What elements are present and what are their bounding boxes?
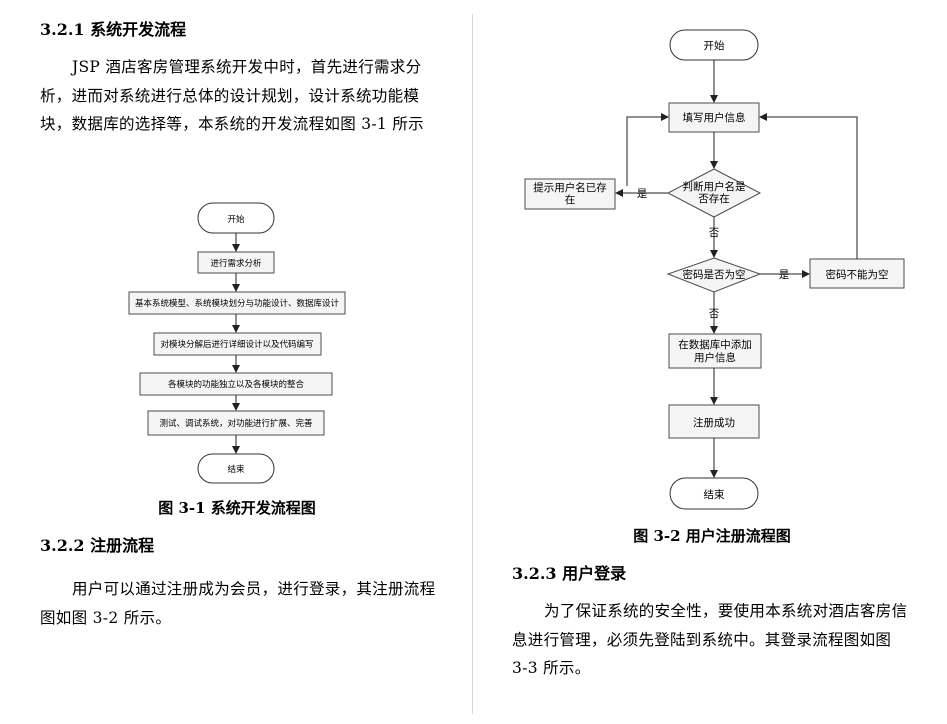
flow2-no1-label: 否 bbox=[709, 227, 720, 239]
flow2-exists-line2: 在 bbox=[565, 194, 576, 206]
flow2-check-pwd-label: 密码是否为空 bbox=[683, 268, 746, 281]
flow2-check-exists-line1: 判断用户名是 bbox=[683, 180, 746, 193]
flow2-check-exists-line2: 否存在 bbox=[698, 192, 730, 205]
flow1-start-label: 开始 bbox=[227, 214, 245, 225]
flow2-success-label: 注册成功 bbox=[693, 416, 735, 429]
flow2-start-label: 开始 bbox=[704, 39, 725, 52]
flow1-step-4: 各模块的功能独立以及各模块的整合 bbox=[139, 372, 333, 396]
flow2-success: 注册成功 bbox=[668, 404, 760, 439]
flow2-exists-box: 提示用户名已存 在 bbox=[524, 178, 616, 210]
flow1-step-3-label: 对模块分解后进行详细设计以及代码编写 bbox=[160, 339, 313, 350]
flow2-pwd-empty-box: 密码不能为空 bbox=[809, 258, 905, 289]
flow1-start-node: 开始 bbox=[197, 202, 275, 234]
figure-caption-3-2: 图 3-2 用户注册流程图 bbox=[633, 527, 791, 545]
flow2-exists-line1: 提示用户名已存 bbox=[533, 181, 607, 194]
flow2-yes2-label: 是 bbox=[779, 269, 790, 281]
flow2-add-db-line1: 在数据库中添加 bbox=[678, 338, 752, 351]
flow2-end-label: 结束 bbox=[704, 488, 725, 501]
flow2-add-db: 在数据库中添加 用户信息 bbox=[668, 333, 762, 369]
flow2-check-exists: 判断用户名是 否存在 bbox=[666, 168, 762, 218]
flow1-step-3: 对模块分解后进行详细设计以及代码编写 bbox=[153, 332, 322, 356]
section-heading-3-2-3: 3.2.3 用户登录 bbox=[512, 564, 627, 583]
flow1-step-4-label: 各模块的功能独立以及各模块的整合 bbox=[168, 379, 305, 390]
flow1-end-node: 结束 bbox=[197, 453, 275, 484]
flow1-step-5: 测试、调试系统，对功能进行扩展、完善 bbox=[147, 410, 325, 436]
flow2-pwd-empty-label: 密码不能为空 bbox=[826, 268, 889, 281]
flow1-step-1-label: 进行需求分析 bbox=[210, 258, 262, 269]
flow2-end-node: 结束 bbox=[669, 477, 759, 510]
flow1-step-2-label: 基本系统模型、系统模块划分与功能设计、数据库设计 bbox=[135, 298, 340, 309]
dev-process-flowchart: 开始 进行需求分析 基本系统模型、系统模块划分与功能设计、数据库设计 对模块分解… bbox=[128, 202, 346, 484]
flow2-yes1-label: 是 bbox=[637, 188, 648, 200]
flow2-no2-label: 否 bbox=[709, 308, 720, 320]
section-heading-3-2-1: 3.2.1 系统开发流程 bbox=[40, 20, 187, 39]
flow1-end-label: 结束 bbox=[227, 464, 245, 475]
paragraph-dev-process: JSP 酒店客房管理系统开发中时，首先进行需求分析，进而对系统进行总体的设计规划… bbox=[40, 58, 424, 133]
flow1-step-2: 基本系统模型、系统模块划分与功能设计、数据库设计 bbox=[128, 291, 346, 315]
flow2-start-node: 开始 bbox=[669, 29, 759, 61]
flow2-fill-info-label: 填写用户信息 bbox=[683, 111, 746, 124]
column-divider bbox=[472, 14, 473, 714]
figure-caption-3-1: 图 3-1 系统开发流程图 bbox=[158, 499, 316, 517]
flow1-step-1: 进行需求分析 bbox=[197, 251, 275, 274]
flow1-step-5-label: 测试、调试系统，对功能进行扩展、完善 bbox=[159, 418, 313, 429]
flow2-fill-info: 填写用户信息 bbox=[668, 102, 760, 133]
right-column: 开始 填写用户信息 判断用户名是 否存在 是 提示用户名已存 在 否 密码是 bbox=[472, 0, 947, 724]
registration-flowchart: 开始 填写用户信息 判断用户名是 否存在 是 提示用户名已存 在 否 密码是 bbox=[524, 29, 905, 510]
paragraph-registration: 用户可以通过注册成为会员，进行登录，其注册流程图如图 3-2 所示。 bbox=[40, 580, 436, 627]
flow2-check-pwd: 密码是否为空 bbox=[666, 257, 762, 293]
flow2-add-db-line2: 用户信息 bbox=[694, 351, 736, 364]
paragraph-login: 为了保证系统的安全性，要使用本系统对酒店客房信息进行管理，必须先登陆到系统中。其… bbox=[512, 602, 908, 677]
section-heading-3-2-2: 3.2.2 注册流程 bbox=[40, 536, 155, 555]
left-column: 3.2.1 系统开发流程 JSP 酒店客房管理系统开发中时，首先进行需求分析，进… bbox=[0, 0, 470, 724]
